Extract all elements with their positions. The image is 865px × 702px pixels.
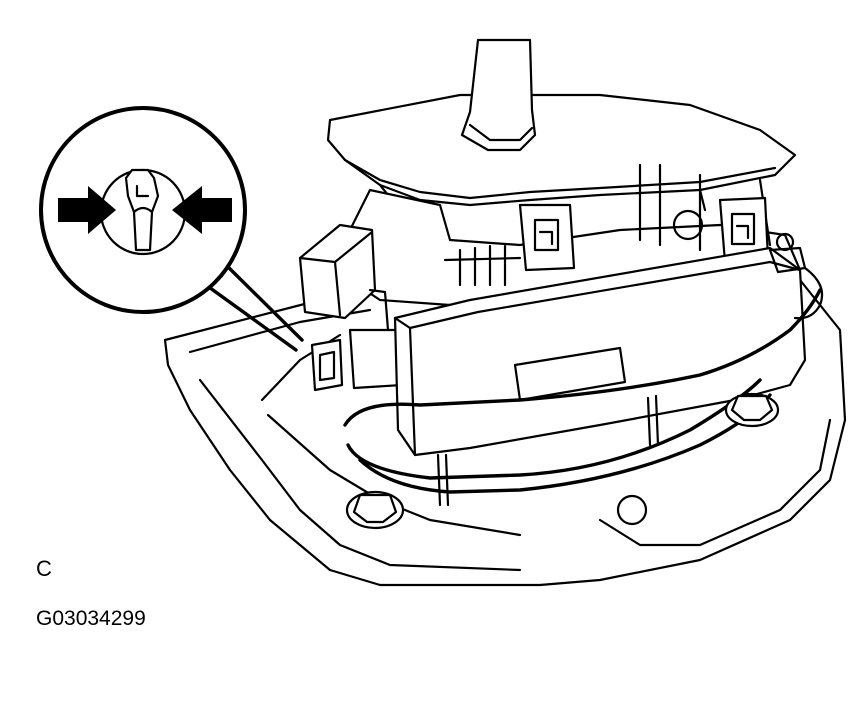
right-compress-arrow-icon <box>172 186 232 234</box>
shift-lever-shaft <box>460 38 537 152</box>
shift-lock-cover <box>393 246 807 457</box>
mounting-bolt-right <box>724 392 780 428</box>
view-letter: C <box>36 556 52 581</box>
left-solenoid-block <box>298 223 404 390</box>
callout-leader <box>204 263 304 352</box>
harness-clip-left <box>310 338 344 392</box>
figure-code: G03034299 <box>36 607 146 630</box>
clip-compress-detail-icon <box>124 168 160 252</box>
left-compress-arrow-icon <box>58 186 116 234</box>
callout-detail-circle <box>39 106 247 314</box>
mounting-bolt-left <box>345 490 405 530</box>
